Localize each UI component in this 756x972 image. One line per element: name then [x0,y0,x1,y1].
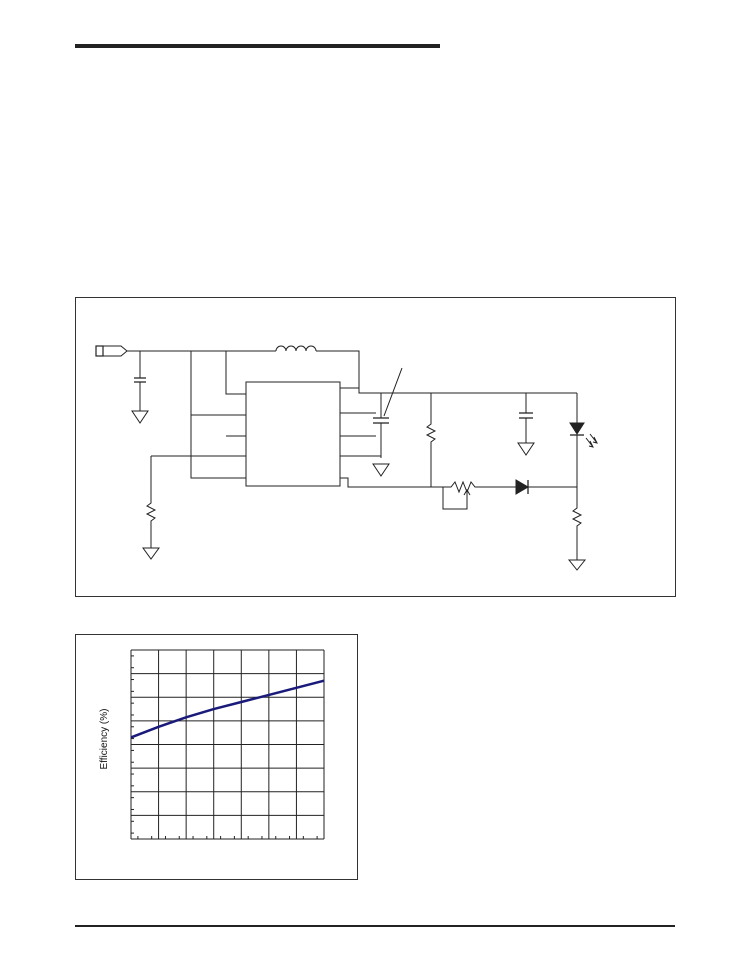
footer-rule [75,925,675,927]
circuit-schematic [95,345,598,571]
en-wire [190,351,246,416]
diode-icon [513,479,577,495]
efficiency-chart: Efficiency (%) [99,649,325,840]
efficiency-chart-frame: Efficiency (%) [75,634,358,880]
schematic-frame [75,297,676,597]
output-rail-wire [358,388,577,394]
sense-resistor-icon [567,487,587,571]
header-rule [75,44,440,48]
bypass-capacitor-icon [517,393,535,456]
output-capacitor-icon [372,367,403,477]
chart-ticks [131,655,318,839]
y-axis-label: Efficiency (%) [99,709,110,770]
feedback-resistor-icon [425,393,437,487]
inductor-icon [226,345,360,389]
regulator-ic [245,381,341,487]
rset-resistor-icon [142,456,160,560]
input-capacitor-icon [131,351,149,424]
led-icon [569,393,598,487]
vin-wire [191,350,246,395]
potentiometer-icon [431,480,513,510]
input-connector-icon [95,345,128,357]
chart-grid [130,649,325,840]
gnd-pin-wire [190,351,246,479]
fb-wire [340,477,431,488]
efficiency-curve [130,679,325,739]
